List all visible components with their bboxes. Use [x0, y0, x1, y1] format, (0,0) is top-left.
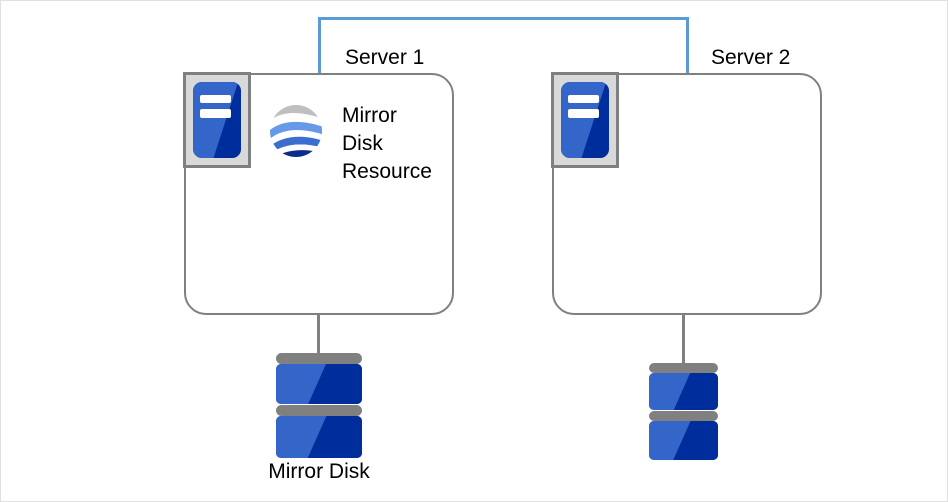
- server-icon-bar-bottom: [200, 109, 232, 118]
- server-icon-bar-top: [568, 95, 600, 104]
- server-icon-sheen: [193, 82, 241, 158]
- server-1-server-icon: [183, 72, 251, 168]
- network-line-right-vertical: [686, 17, 689, 73]
- server-icon-sheen: [561, 82, 609, 158]
- server-2-label: Server 2: [711, 46, 791, 69]
- mirror-disk-icon-2: [649, 363, 718, 460]
- mirror-disk-caption: Mirror Disk: [268, 460, 370, 483]
- server-2-box: [552, 73, 822, 315]
- server-2-disk-link: [682, 314, 685, 363]
- server-1-label: Server 1: [345, 46, 425, 69]
- server-icon-body: [193, 82, 241, 158]
- disk-platter-face: [649, 421, 718, 460]
- disk-platter-lower: [649, 421, 718, 460]
- disk-platter-lower: [276, 416, 362, 458]
- server-2-server-icon: [551, 72, 619, 168]
- disk-platter-face: [276, 364, 362, 404]
- disk-platter-face: [276, 416, 362, 458]
- disk-rib-middle: [276, 405, 362, 416]
- disk-rib-top: [649, 363, 718, 373]
- disk-rib-middle: [649, 411, 718, 421]
- server-icon-body: [561, 82, 609, 158]
- mirror-disk-resource-label: Mirror Disk Resource: [342, 102, 432, 186]
- mirror-disk-resource-globe-icon: [269, 104, 323, 158]
- mirror-disk-icon-1: [276, 353, 362, 458]
- disk-platter-upper: [276, 364, 362, 404]
- resource-label-line-2: Disk: [342, 131, 383, 155]
- server-icon-bar-top: [200, 95, 232, 104]
- resource-label-line-1: Mirror: [342, 104, 397, 127]
- resource-label-line-3: Resource: [342, 159, 432, 183]
- disk-platter-upper: [649, 373, 718, 410]
- network-line-left-vertical: [318, 17, 321, 73]
- disk-rib-top: [276, 353, 362, 364]
- server-1-disk-link: [317, 315, 320, 358]
- network-line-horizontal: [318, 17, 689, 20]
- server-icon-bar-bottom: [568, 109, 600, 118]
- disk-platter-face: [649, 373, 718, 410]
